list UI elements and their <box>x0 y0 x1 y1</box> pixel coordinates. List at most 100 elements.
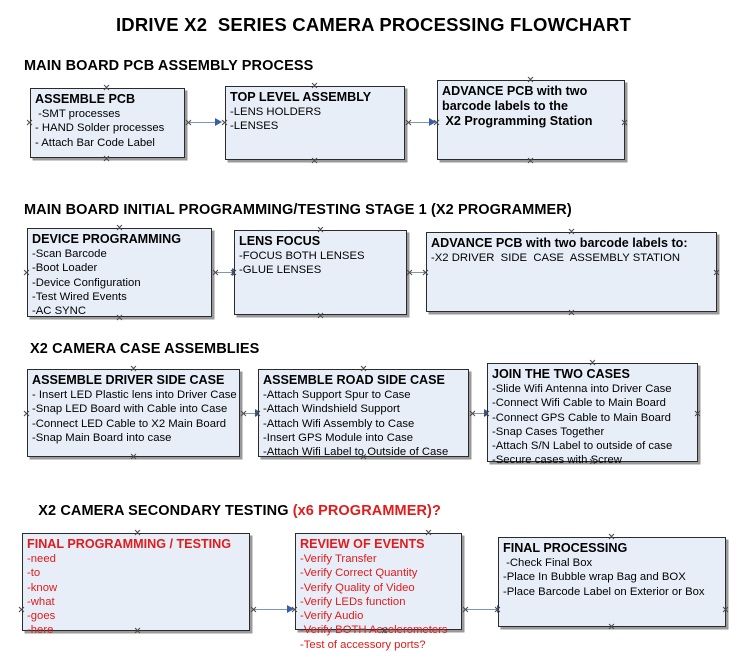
handle-marker-right[interactable] <box>185 119 192 126</box>
handle-marker-bottom[interactable] <box>568 309 575 316</box>
node-assemble-driver-side-case[interactable]: ASSEMBLE DRIVER SIDE CASE - Insert LED P… <box>27 369 240 457</box>
handle-marker-top[interactable] <box>103 84 110 91</box>
handle-marker-top[interactable] <box>608 533 615 540</box>
list-item: -FOCUS BOTH LENSES <box>239 250 365 262</box>
handle-marker-bottom[interactable] <box>130 453 137 460</box>
list-item: -Connect LED Cable to X2 Main Board <box>32 417 227 430</box>
handle-marker-top[interactable] <box>116 224 123 231</box>
handle-marker-left[interactable] <box>26 119 33 126</box>
list-item: -AC SYNC <box>32 305 86 318</box>
handle-marker-right[interactable] <box>406 269 413 276</box>
handle-marker-bottom[interactable] <box>103 155 110 162</box>
handle-marker-bottom[interactable] <box>608 623 615 630</box>
list-item: -Snap LED Board with Cable into Case <box>32 403 228 416</box>
handle-marker-top[interactable] <box>134 529 141 536</box>
connector-5 <box>244 413 258 415</box>
node-top-level-assembly[interactable]: TOP LEVEL ASSEMBLY -LENS HOLDERS -LENSES <box>225 86 405 160</box>
node-items: -Scan Barcode -Boot Loader -Device Confi… <box>32 247 207 318</box>
list-item: -Verify Quality of Video <box>300 581 415 594</box>
connector-8 <box>466 609 499 611</box>
list-item: -goes <box>27 610 56 623</box>
list-item: -Verify BOTH Accelerometers <box>300 624 448 637</box>
node-items: -Slide Wifi Antenna into Driver Case -Co… <box>492 382 693 468</box>
node-advance-pcb-driver-case[interactable]: ADVANCE PCB with two barcode labels to: … <box>426 232 717 312</box>
handle-marker-top[interactable] <box>360 365 367 372</box>
node-final-programming-testing[interactable]: FINAL PROGRAMMING / TESTING -need -to -k… <box>22 533 250 636</box>
connector-4 <box>410 272 431 274</box>
node-items: -FOCUS BOTH LENSES -GLUE LENSES <box>239 249 402 278</box>
section-heading-2: MAIN BOARD INITIAL PROGRAMMING/TESTING S… <box>24 202 572 218</box>
handle-marker-right[interactable] <box>405 119 412 126</box>
node-lens-focus[interactable]: LENS FOCUS -FOCUS BOTH LENSES -GLUE LENS… <box>234 230 407 315</box>
handle-marker-left[interactable] <box>433 119 440 126</box>
handle-marker-right[interactable] <box>212 269 219 276</box>
handle-marker-right[interactable] <box>713 269 720 276</box>
node-header: ASSEMBLE DRIVER SIDE CASE <box>32 373 225 387</box>
node-header-line2: barcode labels to the <box>442 99 568 113</box>
handle-marker-top[interactable] <box>589 359 596 366</box>
list-item: -GLUE LENSES <box>239 264 322 277</box>
list-item: -Place Barcode Label on Exterior or Box <box>503 585 705 598</box>
handle-marker-left[interactable] <box>483 410 490 417</box>
list-item: -LENS HOLDERS <box>230 106 322 118</box>
connector-2 <box>408 122 431 124</box>
handle-marker-left[interactable] <box>422 269 429 276</box>
handle-marker-left[interactable] <box>23 410 30 417</box>
handle-marker-top[interactable] <box>311 82 318 89</box>
node-advance-pcb-station[interactable]: ADVANCE PCB with two barcode labels to t… <box>437 80 625 160</box>
handle-marker-left[interactable] <box>494 606 501 613</box>
node-header: JOIN THE TWO CASES <box>492 367 630 381</box>
handle-marker-right[interactable] <box>250 606 257 613</box>
handle-marker-top[interactable] <box>568 228 575 235</box>
node-review-of-events[interactable]: REVIEW OF EVENTS -Verify Transfer -Verif… <box>295 533 462 651</box>
handle-marker-right[interactable] <box>469 410 476 417</box>
handle-marker-bottom[interactable] <box>589 458 596 465</box>
node-header: REVIEW OF EVENTS <box>300 537 425 551</box>
connector-1 <box>189 122 217 124</box>
handle-marker-right[interactable] <box>462 606 469 613</box>
handle-marker-top[interactable] <box>317 226 324 233</box>
handle-marker-right[interactable] <box>722 606 729 613</box>
list-item: -SMT processes <box>35 108 121 120</box>
list-item: -Verify Audio <box>300 610 364 623</box>
list-item: -Insert GPS Module into Case <box>263 431 414 444</box>
handle-marker-left[interactable] <box>18 606 25 613</box>
handle-marker-bottom[interactable] <box>381 627 388 634</box>
handle-marker-top[interactable] <box>425 529 432 536</box>
handle-marker-right[interactable] <box>240 410 247 417</box>
handle-marker-left[interactable] <box>230 269 237 276</box>
handle-marker-left[interactable] <box>291 606 298 613</box>
handle-marker-bottom[interactable] <box>317 312 324 319</box>
handle-marker-bottom[interactable] <box>134 627 141 634</box>
list-item: -Verify Transfer <box>300 553 377 565</box>
node-header: DEVICE PROGRAMMING <box>32 232 182 246</box>
node-items: -Verify Transfer -Verify Correct Quantit… <box>300 552 457 652</box>
handle-marker-right[interactable] <box>621 119 628 126</box>
node-items: -Check Final Box -Place In Bubble wrap B… <box>503 556 721 599</box>
handle-marker-bottom[interactable] <box>527 157 534 164</box>
handle-marker-bottom[interactable] <box>311 157 318 164</box>
section-heading-3: X2 CAMERA CASE ASSEMBLIES <box>30 341 260 357</box>
node-assemble-road-side-case[interactable]: ASSEMBLE ROAD SIDE CASE -Attach Support … <box>258 369 469 458</box>
node-items: -LENS HOLDERS -LENSES <box>230 105 400 134</box>
list-item: -Test of accessory ports? <box>300 638 426 651</box>
list-item: -Snap Main Board into case <box>32 431 172 444</box>
node-final-processing[interactable]: FINAL PROCESSING -Check Final Box -Place… <box>498 537 726 627</box>
list-item: -here <box>27 624 54 637</box>
handle-marker-bottom[interactable] <box>360 453 367 460</box>
handle-marker-right[interactable] <box>694 410 701 417</box>
node-assemble-pcb[interactable]: ASSEMBLE PCB -SMT processes - HAND Solde… <box>30 88 185 158</box>
handle-marker-left[interactable] <box>254 410 261 417</box>
list-item: -Connect Wifi Cable to Main Board <box>492 397 666 410</box>
handle-marker-top[interactable] <box>527 76 534 83</box>
handle-marker-bottom[interactable] <box>116 314 123 321</box>
node-device-programming[interactable]: DEVICE PROGRAMMING -Scan Barcode -Boot L… <box>27 228 212 317</box>
handle-marker-left[interactable] <box>221 119 228 126</box>
node-join-the-two-cases[interactable]: JOIN THE TWO CASES -Slide Wifi Antenna i… <box>487 363 698 466</box>
list-item: - HAND Solder processes <box>35 122 165 135</box>
list-item: -Device Configuration <box>32 276 141 289</box>
connector-7 <box>254 609 289 611</box>
handle-marker-top[interactable] <box>130 365 137 372</box>
handle-marker-left[interactable] <box>23 269 30 276</box>
list-item: -X2 DRIVER SIDE CASE ASSEMBLY STATION <box>431 252 681 264</box>
